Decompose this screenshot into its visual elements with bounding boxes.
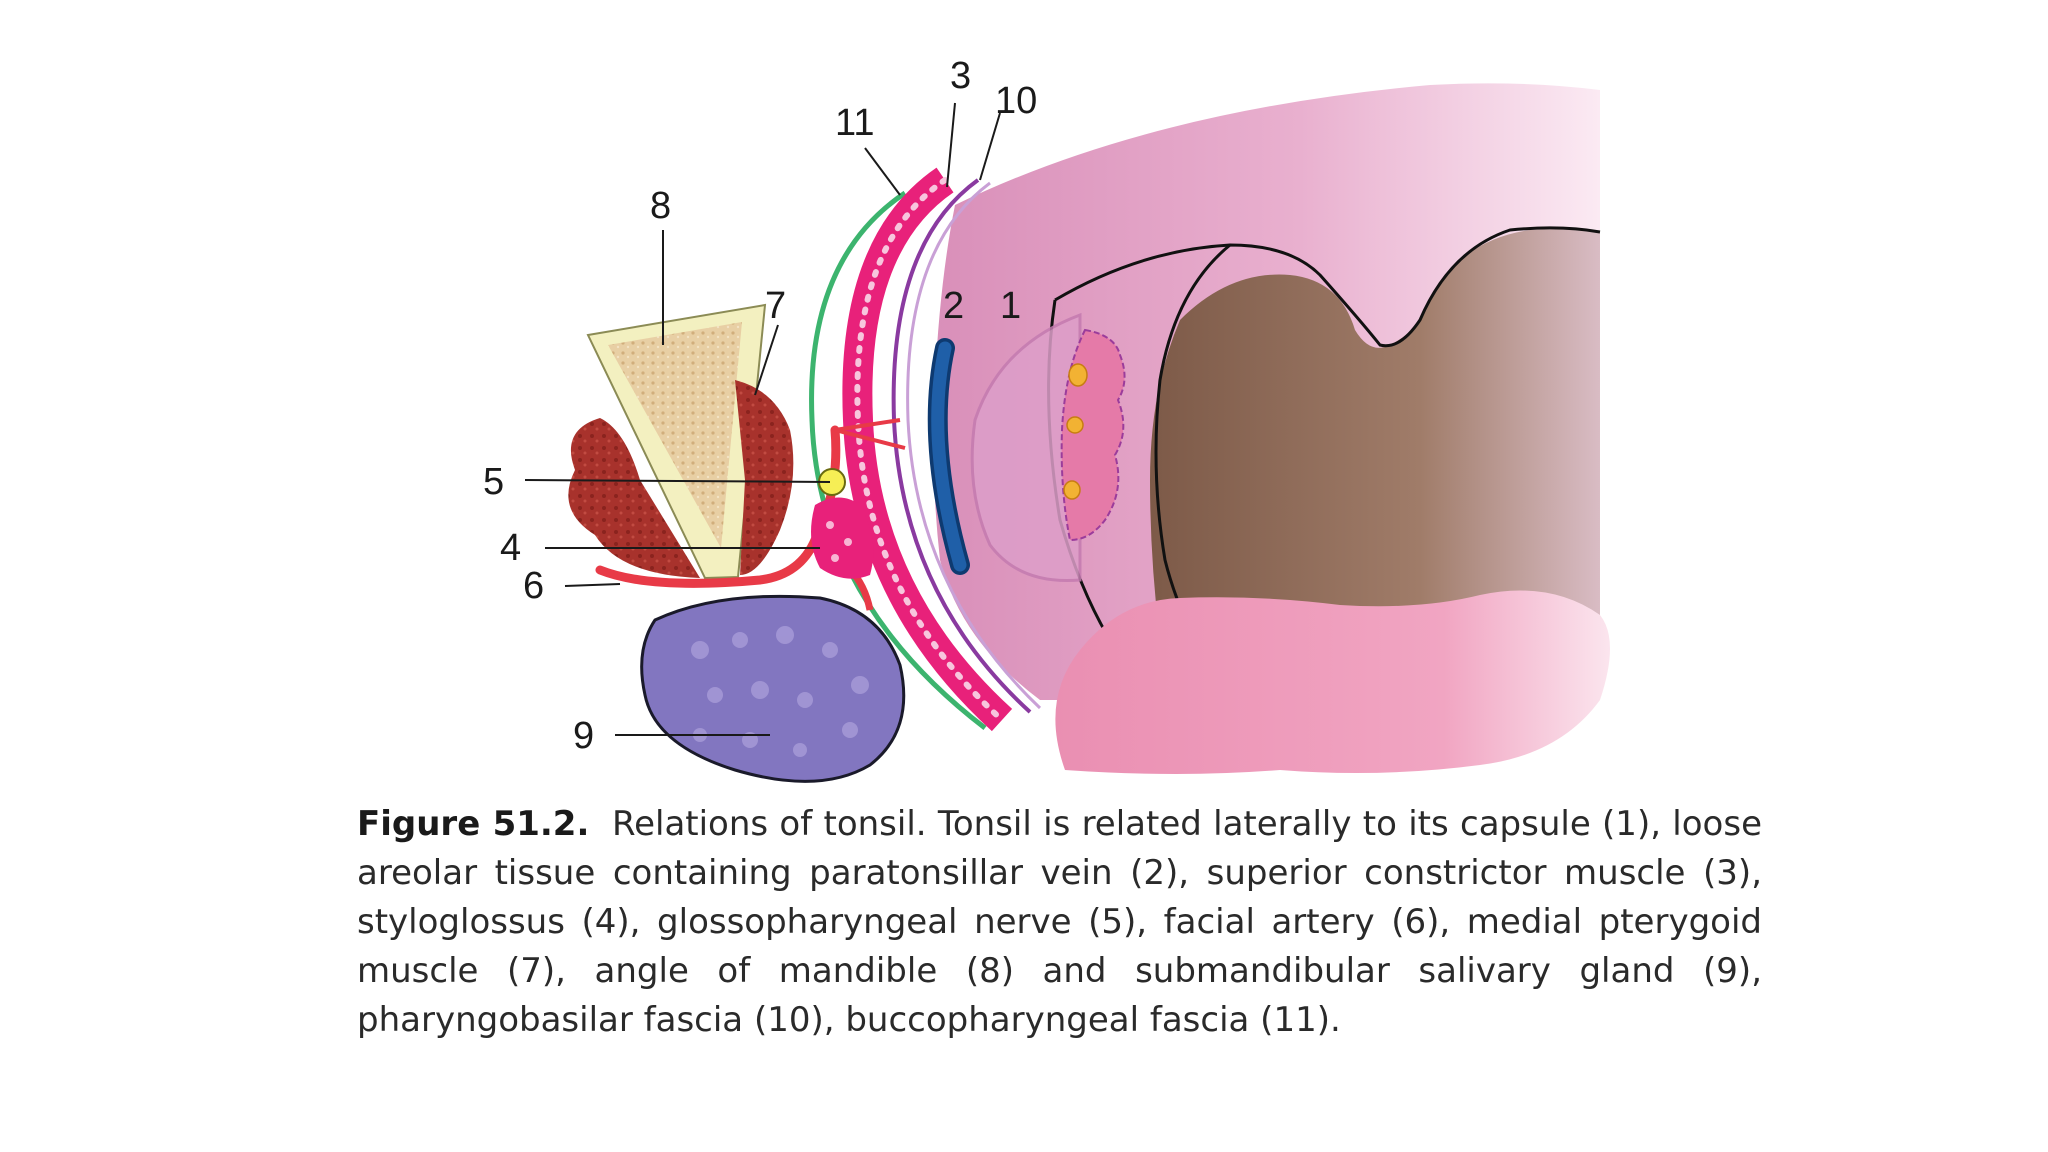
oral-cavity — [1150, 229, 1600, 641]
label-5: 5 — [483, 461, 504, 503]
label-8: 8 — [650, 185, 671, 227]
label-4: 4 — [500, 527, 521, 569]
anterior-pillar-outline — [1154, 243, 1231, 641]
gland-lobules — [691, 626, 869, 757]
label-6: 6 — [523, 565, 544, 607]
tonsil-capsule — [970, 312, 1082, 583]
tonsillar-crypt — [1066, 416, 1084, 434]
tonsillar-crypt — [1068, 363, 1088, 387]
caption-text: Relations of tonsil. Tonsil is related l… — [357, 804, 1762, 1040]
label-7: 7 — [765, 285, 786, 327]
buccopharyngeal-fascia — [809, 190, 987, 730]
label-10: 10 — [995, 80, 1037, 122]
palatine-arch-outline — [1054, 226, 1601, 348]
styloglossus-muscle — [811, 497, 874, 579]
label-2: 2 — [943, 285, 964, 327]
label-11: 11 — [835, 102, 874, 144]
leader-lines — [524, 102, 1001, 736]
mandible-marrow — [608, 322, 742, 548]
medial-pterygoid-muscle — [735, 380, 794, 575]
tonsillar-crypt — [1063, 480, 1081, 500]
tonsil-relations-diagram: 1 2 3 4 5 6 7 8 9 10 11 — [483, 55, 1610, 783]
label-3: 3 — [950, 55, 971, 97]
label-1: 1 — [1000, 285, 1021, 327]
tongue — [1055, 590, 1610, 774]
figure-number: Figure 51.2. — [357, 804, 590, 844]
medial-pterygoid-muscle — [568, 418, 700, 578]
label-9: 9 — [573, 715, 594, 757]
figure-caption: Figure 51.2. Relations of tonsil. Tonsil… — [357, 800, 1762, 1045]
